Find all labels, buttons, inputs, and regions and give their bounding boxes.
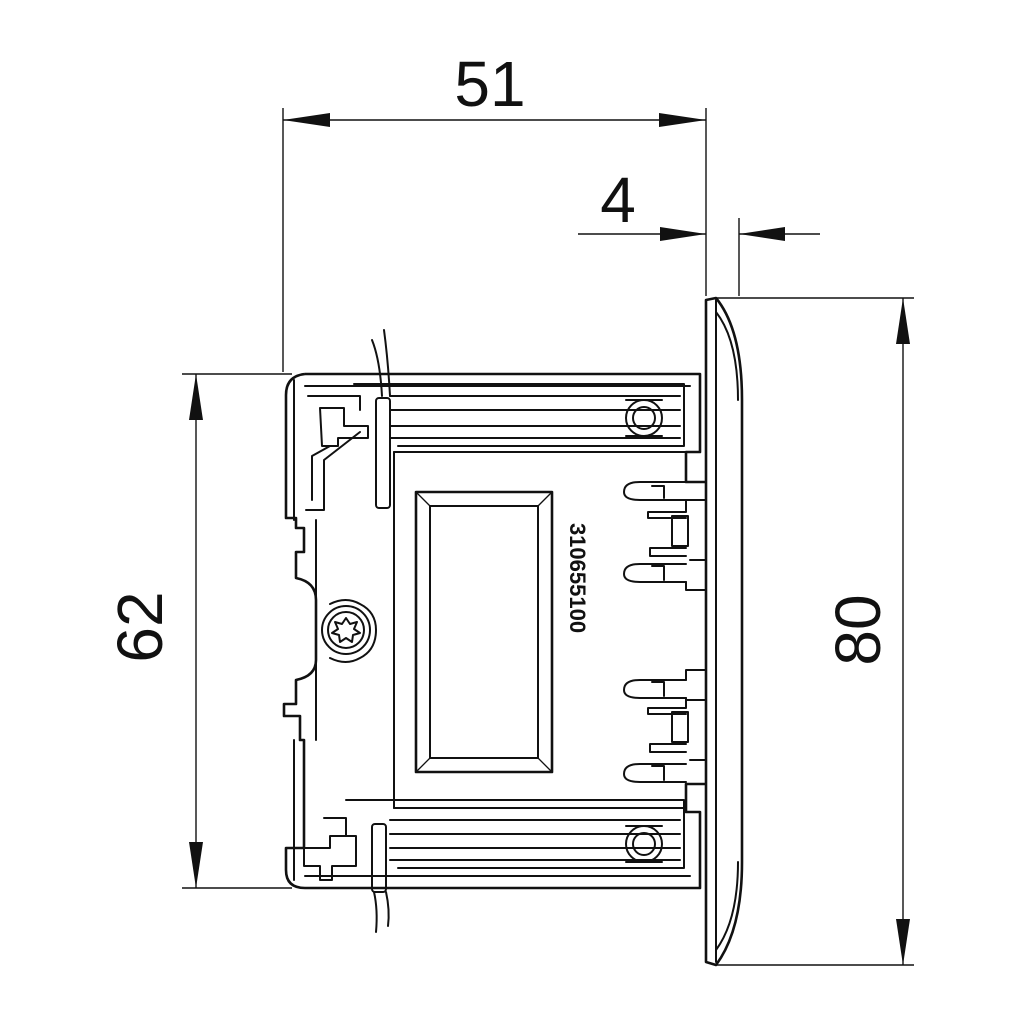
clip-upper xyxy=(623,481,707,583)
dimension-80-label: 80 xyxy=(822,594,894,665)
flange-plate xyxy=(704,296,744,967)
dimension-80: 80 xyxy=(716,297,914,966)
clip-lower xyxy=(623,679,707,783)
torx-screw-icon xyxy=(321,599,377,663)
housing-body xyxy=(282,372,706,890)
bottom-latch xyxy=(303,799,685,933)
dimension-62-label: 62 xyxy=(104,591,176,662)
dimension-51-label: 51 xyxy=(454,48,525,120)
dimension-4-label: 4 xyxy=(600,164,636,236)
right-edge-steps xyxy=(685,581,707,681)
part-number: 310655100 xyxy=(565,523,590,633)
dimension-51: 51 xyxy=(282,48,707,372)
dimension-62: 62 xyxy=(104,373,292,889)
label-window xyxy=(414,490,554,774)
top-latch xyxy=(305,329,685,511)
dimension-4: 4 xyxy=(578,164,820,296)
